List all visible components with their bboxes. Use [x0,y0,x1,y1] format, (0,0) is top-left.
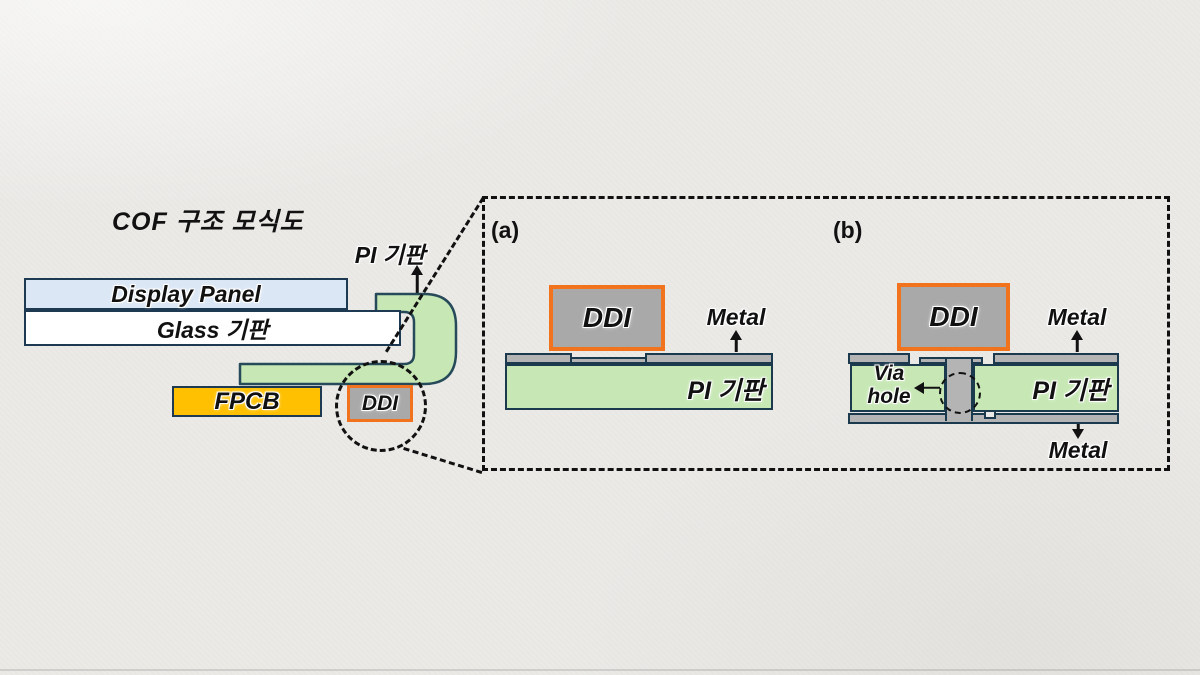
zoom-connector-bottom [403,447,483,474]
fpcb-layer: FPCB [172,386,322,417]
metal-layer-a-right [645,353,773,364]
via-hole-label-line1: Via [873,362,905,385]
metal-b-bottom-label: Metal [1048,437,1108,463]
pi-b-label: PI 기판 [1032,377,1109,405]
metal-b-bottom-arrow-icon [1066,419,1090,439]
via-hole-arrow-icon [914,381,940,394]
via-hole-label: Via hole [856,362,922,408]
metal-layer-b-top-right [993,353,1119,364]
metal-layer-b-bottom-notch [984,412,996,419]
ddi-chip-b: DDI [897,283,1010,351]
metal-layer-a-left [505,353,572,364]
display-panel-label: Display Panel [111,280,261,307]
glass-label: Glass 기판 [156,317,269,343]
fpcb-label: FPCB [214,387,280,415]
via-hole-label-line2: hole [867,385,911,408]
ddi-b-label: DDI [929,301,978,332]
via-hole-circle [939,372,981,414]
panel-a-label: (a) [491,217,520,243]
zoom-circle [335,360,427,452]
metal-b-top-arrow-icon [1065,330,1089,352]
metal-layer-b-top-left [848,353,910,364]
pi-a-label: PI 기판 [687,377,764,405]
metal-a-label: Metal [706,304,766,330]
metal-layer-a-center [570,357,647,364]
metal-b-top-label: Metal [1047,304,1107,330]
metal-a-arrow-icon [724,330,748,352]
glass-layer: Glass 기판 [24,310,401,346]
pi-film-shape [238,292,458,386]
pi-substrate-b-right: PI 기판 [973,364,1119,412]
ddi-chip-a: DDI [549,285,665,351]
paper-edge-line [0,669,1200,671]
detail-box [482,196,1170,471]
metal-layer-b-bottom [848,413,1119,424]
pi-film-label: PI 기판 [354,242,426,268]
pi-substrate-a: PI 기판 [505,364,773,410]
diagram-title: COF 구조 모식도 [112,208,304,236]
pi-film-arrow-icon [405,265,429,295]
ddi-a-label: DDI [582,302,632,333]
panel-b-label: (b) [833,217,863,243]
display-panel-layer: Display Panel [24,278,348,310]
